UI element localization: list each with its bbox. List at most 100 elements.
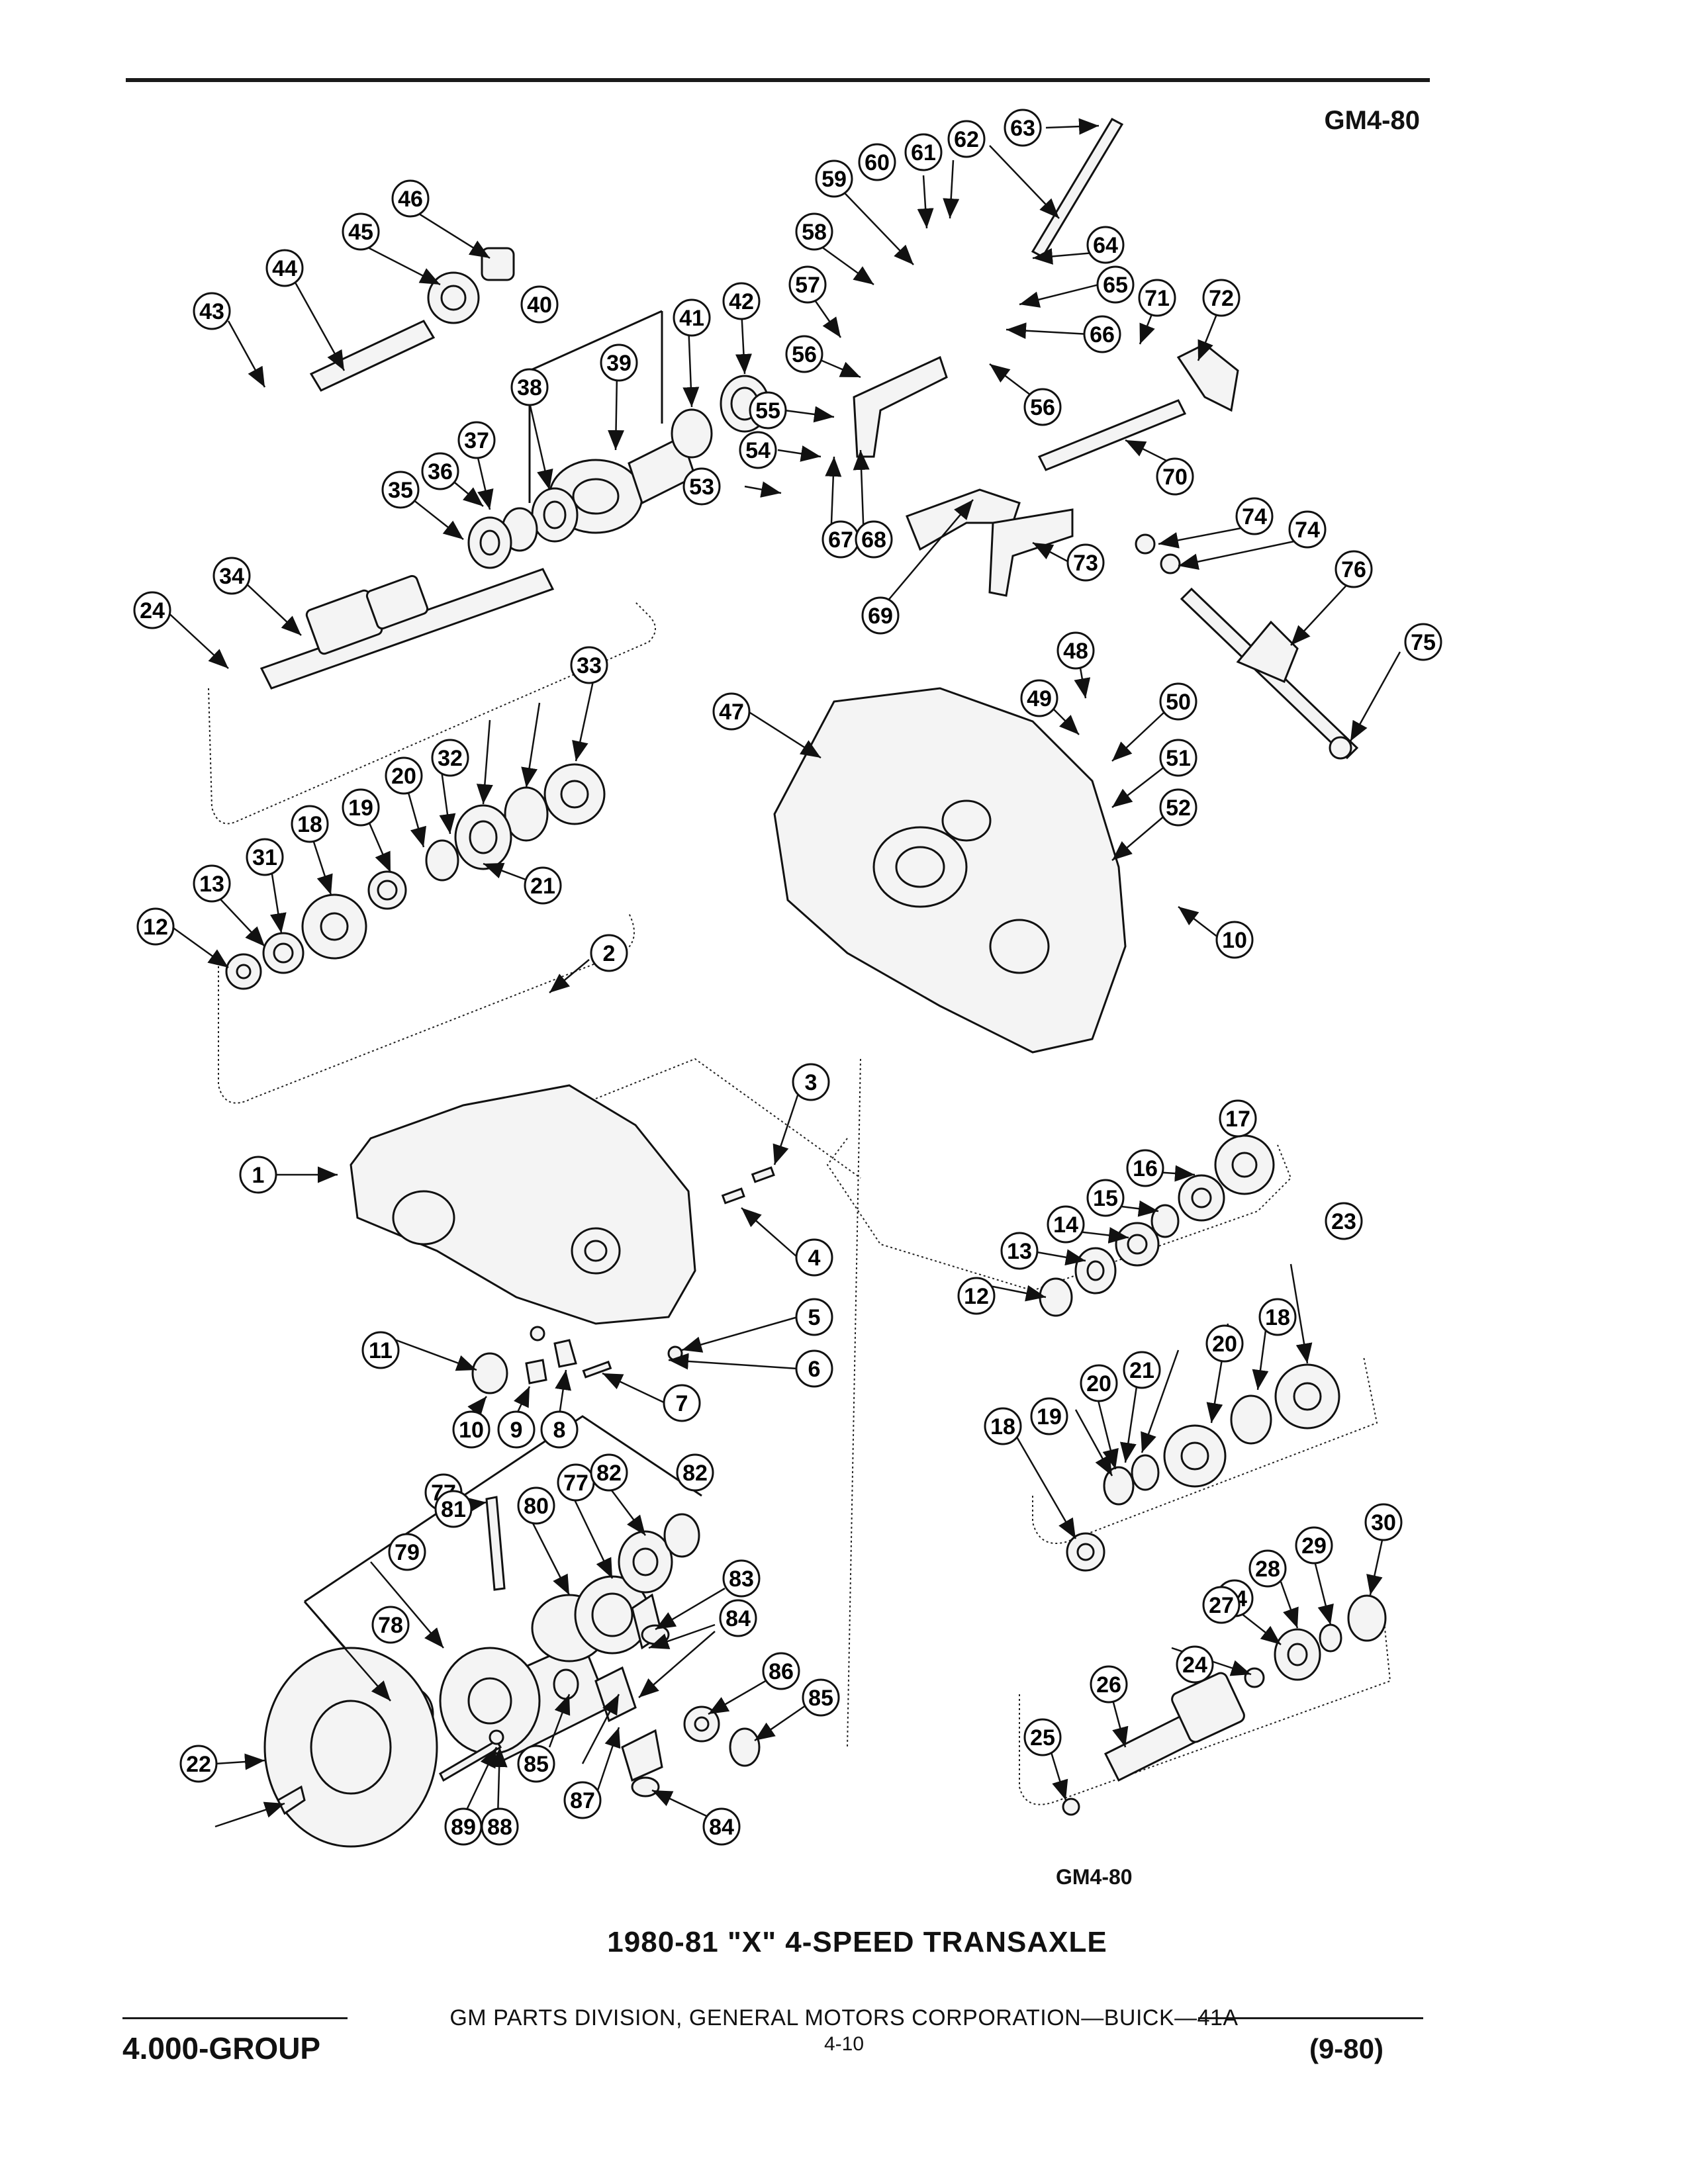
- callout-number: 71: [1145, 286, 1170, 311]
- callout-number: 16: [1133, 1156, 1158, 1181]
- callout-number: 74: [1242, 504, 1267, 529]
- callout-number: 22: [186, 1752, 211, 1777]
- callout-circle: [434, 1490, 473, 1528]
- callout-number: 24: [1182, 1653, 1207, 1678]
- group-outlines: [208, 602, 1391, 1805]
- callout-circle: [1288, 510, 1327, 549]
- callout-53: 53: [682, 467, 721, 506]
- callout-19: 19: [342, 788, 380, 827]
- callout-number: 84: [709, 1815, 734, 1840]
- callout-29: 29: [1295, 1526, 1333, 1565]
- callout-21: 21: [1123, 1351, 1161, 1389]
- callout-number: 10: [1222, 928, 1247, 953]
- callout-number: 32: [438, 746, 463, 771]
- callout-number: 45: [348, 220, 373, 245]
- callout-circle: [239, 1156, 277, 1194]
- callout-86: 86: [762, 1652, 800, 1690]
- callout-number: 50: [1166, 690, 1191, 715]
- callout-circle: [762, 1652, 800, 1690]
- callout-number: 7: [676, 1391, 688, 1416]
- callout-number: 2: [603, 941, 616, 966]
- callout-number: 48: [1063, 639, 1088, 664]
- callout-number: 88: [487, 1815, 512, 1840]
- callout-circle: [1159, 682, 1197, 721]
- callout-number: 74: [1295, 518, 1320, 543]
- callout-circle: [1159, 739, 1197, 777]
- callout-circle: [1023, 1718, 1062, 1756]
- callout-65: 65: [1096, 265, 1135, 304]
- callout-circle: [947, 120, 986, 158]
- callout-15: 15: [1086, 1179, 1125, 1217]
- leader-lines: [162, 118, 1401, 1828]
- callout-number: 36: [428, 459, 453, 484]
- callout-84: 84: [702, 1807, 741, 1846]
- callout-12: 12: [136, 907, 175, 946]
- callout-number: 44: [272, 256, 297, 281]
- callout-number: 57: [795, 273, 820, 298]
- callout-45: 45: [342, 212, 380, 251]
- callout-number: 86: [769, 1659, 794, 1684]
- callout-number: 59: [821, 167, 847, 192]
- callout-2: 2: [590, 934, 628, 972]
- callout-14: 14: [1047, 1205, 1085, 1244]
- callout-34: 34: [212, 557, 251, 595]
- callout-number: 11: [369, 1338, 393, 1363]
- callout-circle: [1205, 1324, 1244, 1363]
- callout-number: 87: [570, 1788, 595, 1813]
- callout-circle: [265, 249, 304, 287]
- callout-46: 46: [391, 179, 430, 218]
- revision-date: (9-80): [1309, 2033, 1383, 2064]
- header-rule: [126, 78, 1430, 82]
- callout-10: 10: [452, 1410, 491, 1449]
- callout-circle: [179, 1745, 218, 1783]
- callout-number: 20: [1086, 1371, 1111, 1396]
- callout-circle: [795, 212, 833, 251]
- callout-88: 88: [481, 1807, 519, 1846]
- callout-circle: [682, 467, 721, 506]
- callout-1: 1: [239, 1156, 277, 1194]
- callout-number: 56: [1030, 395, 1055, 420]
- callout-number: 70: [1162, 465, 1188, 490]
- callout-25: 25: [1023, 1718, 1062, 1756]
- callout-28: 28: [1248, 1549, 1287, 1588]
- callout-66: 66: [1083, 315, 1121, 353]
- callout-79: 79: [388, 1533, 426, 1571]
- callout-12: 12: [957, 1277, 996, 1315]
- callout-circle: [1219, 1099, 1257, 1138]
- callout-4: 4: [795, 1238, 833, 1277]
- callout-48: 48: [1056, 631, 1095, 670]
- callout-circle: [749, 391, 787, 430]
- callout-circle: [1080, 1364, 1118, 1402]
- callout-number: 3: [805, 1070, 818, 1095]
- callout-69: 69: [861, 596, 900, 635]
- callout-number: 65: [1103, 273, 1128, 298]
- callout-circle: [421, 452, 459, 490]
- callout-balloons: 1234567891010111212131314151617181818191…: [133, 109, 1442, 1846]
- callout-58: 58: [795, 212, 833, 251]
- callout-number: 18: [297, 812, 322, 837]
- callout-circle: [712, 692, 751, 731]
- callout-number: 49: [1027, 686, 1052, 711]
- callout-number: 8: [553, 1418, 566, 1443]
- callout-number: 21: [1129, 1358, 1154, 1383]
- callout-circle: [570, 646, 608, 684]
- callout-number: 18: [1265, 1305, 1290, 1330]
- callout-54: 54: [739, 431, 777, 469]
- callout-number: 21: [530, 874, 555, 899]
- callout-84: 84: [719, 1599, 757, 1637]
- callout-number: 40: [527, 293, 552, 318]
- callout-circle: [1086, 226, 1125, 264]
- callout-number: 10: [459, 1418, 484, 1443]
- callout-number: 17: [1225, 1107, 1250, 1132]
- callout-circle: [1123, 1351, 1161, 1389]
- callout-80: 80: [517, 1486, 555, 1525]
- callout-circle: [858, 143, 896, 181]
- callout-number: 60: [865, 150, 890, 175]
- callout-41: 41: [673, 298, 711, 337]
- callout-37: 37: [457, 421, 496, 459]
- callout-18: 18: [984, 1407, 1022, 1445]
- callout-number: 84: [726, 1606, 751, 1631]
- callout-circle: [1295, 1526, 1333, 1565]
- callout-circle: [342, 212, 380, 251]
- callout-number: 24: [140, 598, 165, 623]
